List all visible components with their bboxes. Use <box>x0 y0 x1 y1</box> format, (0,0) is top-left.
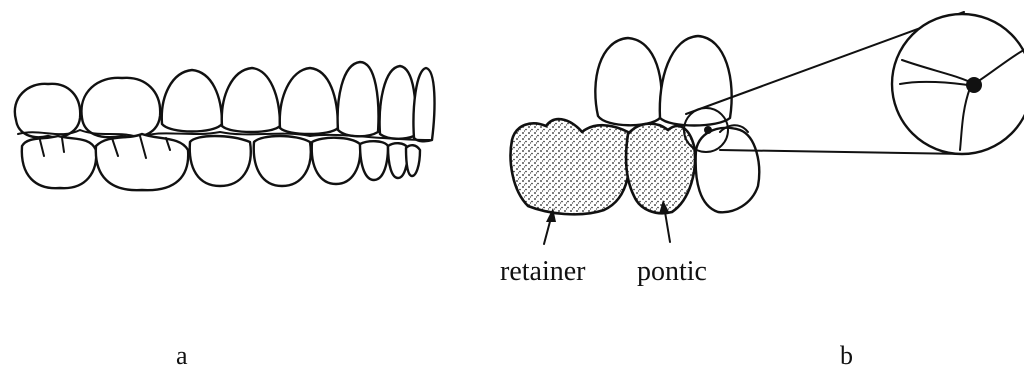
panel-b-label: b <box>840 341 853 368</box>
lower-premolar-2 <box>254 136 311 186</box>
lower-incisor-1 <box>360 141 388 180</box>
adjacent-tooth <box>696 128 760 212</box>
lower-molar-1 <box>22 136 96 188</box>
upper-premolar-2 <box>222 68 280 132</box>
retainer-label: retainer <box>500 256 586 287</box>
upper-tooth-left <box>595 38 661 125</box>
upper-incisor-3 <box>414 68 435 141</box>
upper-molar-2 <box>81 78 160 137</box>
upper-molar-1 <box>15 84 80 137</box>
lower-incisor-3 <box>406 145 420 176</box>
pontic-label: pontic <box>637 256 707 287</box>
upper-tooth-right <box>660 36 732 126</box>
upper-canine <box>280 68 338 134</box>
panel-a-label: a <box>176 341 188 368</box>
bridge-drawing <box>511 12 1024 244</box>
upper-incisor-2 <box>380 66 416 139</box>
lower-premolar-1 <box>190 136 251 186</box>
upper-incisor-1 <box>338 62 379 136</box>
contact-point <box>704 126 712 134</box>
retainer-crown <box>511 119 630 214</box>
magnified-contact-point <box>966 77 982 93</box>
dental-arch-drawing <box>15 62 435 190</box>
upper-premolar-1 <box>162 70 222 132</box>
lower-canine <box>312 138 361 184</box>
